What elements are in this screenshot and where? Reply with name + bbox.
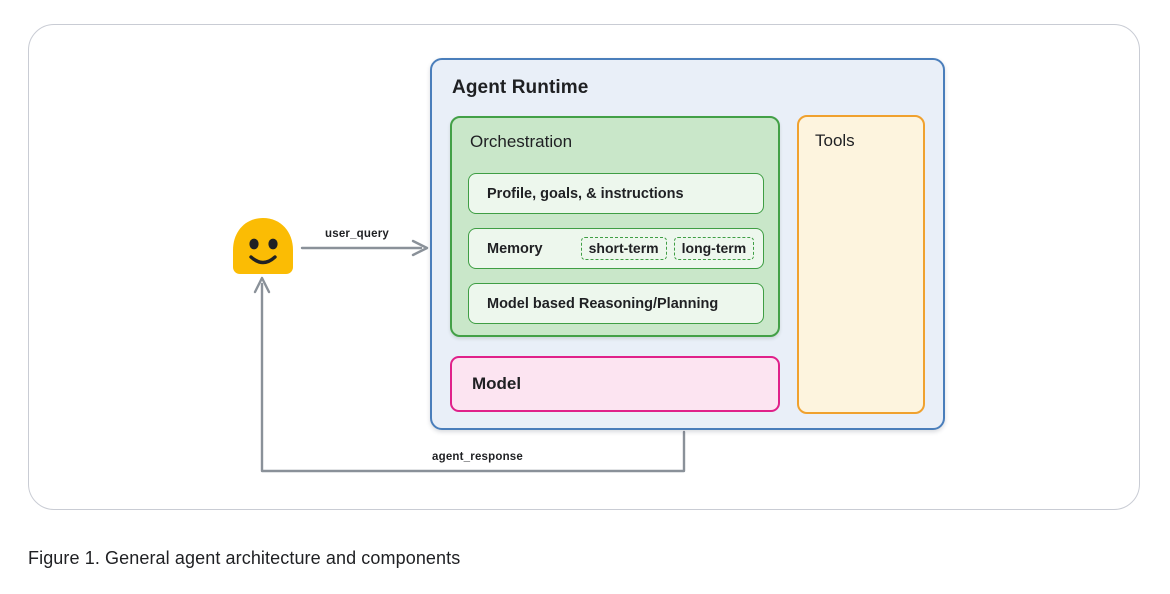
orchestration-item-label: Profile, goals, & instructions — [487, 185, 684, 202]
orchestration-item-memory: Memory short-term long-term — [468, 228, 764, 269]
tools-box: Tools — [797, 115, 925, 414]
memory-badge-long-term: long-term — [673, 237, 755, 260]
orchestration-item-label: Model based Reasoning/Planning — [487, 295, 719, 312]
tools-title: Tools — [815, 131, 855, 150]
agent-runtime-title: Agent Runtime — [452, 77, 589, 98]
model-title: Model — [472, 374, 522, 393]
memory-badge-group: short-term long-term — [580, 237, 755, 260]
user-smiley-icon — [233, 218, 293, 274]
memory-row: Memory short-term long-term — [487, 237, 763, 260]
memory-badge-short-term: short-term — [580, 237, 667, 260]
edge-label-agent-response: agent_response — [432, 451, 523, 463]
orchestration-title: Orchestration — [470, 132, 573, 151]
orchestration-box: Orchestration Profile, goals, & instruct… — [450, 116, 780, 337]
edge-label-user-query: user_query — [325, 228, 390, 240]
figure-caption: Figure 1. General agent architecture and… — [28, 548, 461, 568]
orchestration-item-profile-goals-instructions: Profile, goals, & instructions — [468, 173, 764, 214]
agent-runtime-box: Agent Runtime Orchestration Profile, goa… — [430, 58, 945, 430]
orchestration-item-label: Memory — [487, 240, 543, 257]
orchestration-item-model-based-reasoning-planning: Model based Reasoning/Planning — [468, 283, 764, 324]
model-box: Model — [450, 356, 780, 412]
